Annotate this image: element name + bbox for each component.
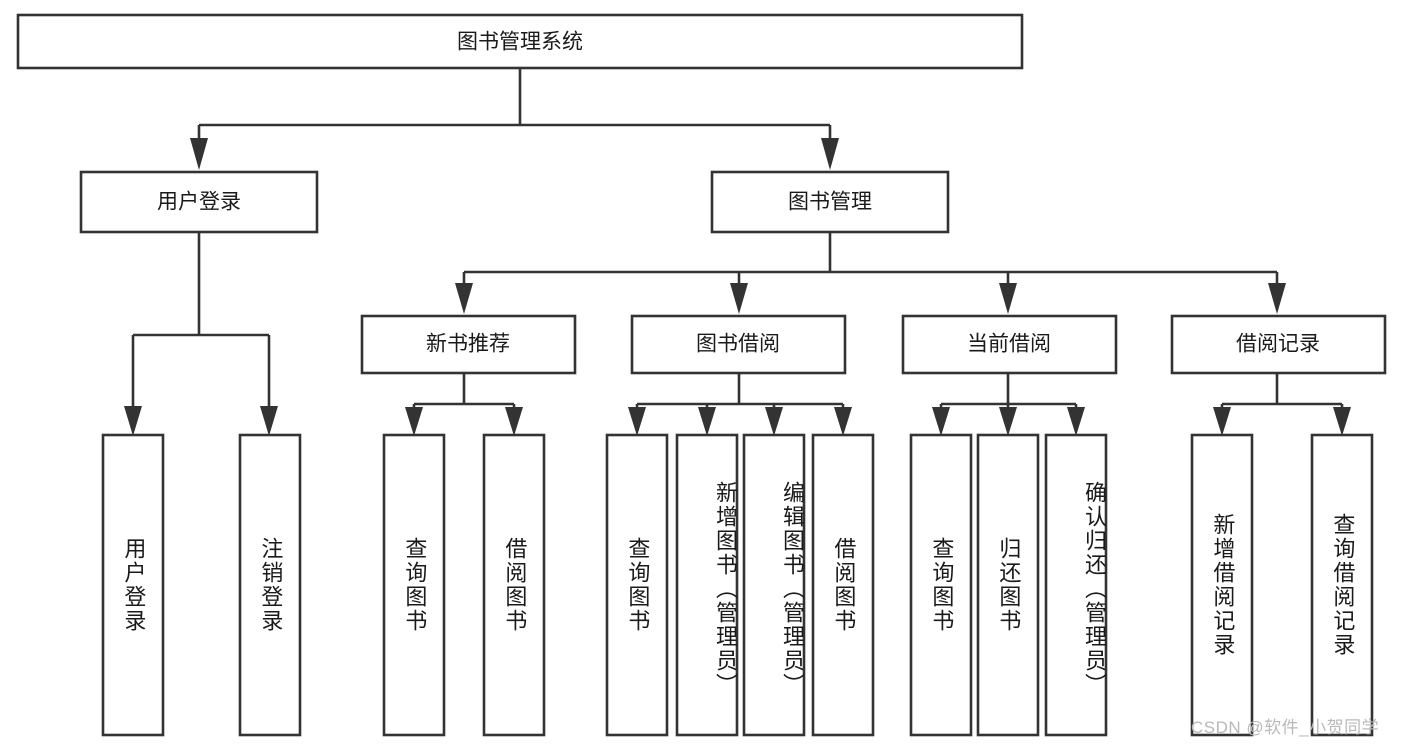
arrow-head-icon (1067, 407, 1085, 436)
leaf-box-borrow-book-b[interactable] (811, 433, 875, 737)
arrow-head-icon (1213, 407, 1231, 436)
leaf-box-logout[interactable] (238, 433, 302, 737)
leaf-box-query-book-c[interactable] (909, 433, 973, 737)
leaf-box-edit-book[interactable] (742, 433, 806, 737)
leaf-box-user-login[interactable] (101, 433, 165, 737)
arrow-head-icon (730, 283, 748, 314)
arrow-head-icon (190, 138, 208, 170)
node-root-label: 图书管理系统 (457, 31, 583, 54)
connector-userlogin-to-leaves (124, 232, 278, 436)
watermark-text: CSDN @软件_小贺同学 (1191, 718, 1380, 737)
leaf-box-query-record[interactable] (1310, 433, 1374, 737)
leaf-box-add-record[interactable] (1190, 433, 1254, 737)
node-book-management-label: 图书管理 (788, 191, 872, 214)
leaf-box-query-book-b[interactable] (605, 433, 669, 737)
connector-currentborrow-to-leaves (932, 373, 1085, 436)
arrow-head-icon (260, 406, 278, 436)
node-root-box[interactable] (16, 13, 1024, 70)
arrow-head-icon (1333, 407, 1351, 436)
node-user-login-box[interactable] (79, 170, 319, 234)
node-current-borrow-box[interactable] (901, 314, 1118, 375)
node-book-management-box[interactable] (710, 170, 950, 234)
arrow-head-icon (999, 283, 1017, 314)
arrow-head-icon (698, 407, 716, 436)
leaf-box-add-book[interactable] (675, 433, 739, 737)
leaf-box-return-book[interactable] (976, 433, 1040, 737)
node-book-borrow[interactable]: 图书借阅 (630, 314, 847, 375)
node-book-management[interactable]: 图书管理 (710, 170, 950, 234)
connector-borrowrecord-to-leaves (1213, 373, 1351, 436)
leaf-box-query-book-a[interactable] (382, 433, 446, 737)
node-new-book-recommend-label: 新书推荐 (426, 333, 510, 356)
node-book-borrow-label: 图书借阅 (696, 333, 780, 356)
node-current-borrow[interactable]: 当前借阅 (901, 314, 1118, 375)
node-new-book-recommend-box[interactable] (360, 314, 577, 375)
arrow-head-icon (124, 406, 142, 436)
node-user-login-label: 用户登录 (157, 191, 241, 214)
arrow-head-icon (505, 407, 523, 436)
connector-root-to-level2 (190, 68, 839, 170)
node-root-system[interactable]: 图书管理系统 (16, 13, 1024, 70)
node-borrow-record[interactable]: 借阅记录 (1170, 314, 1387, 375)
node-current-borrow-label: 当前借阅 (967, 333, 1051, 356)
node-book-borrow-box[interactable] (630, 314, 847, 375)
arrow-head-icon (405, 407, 423, 436)
arrow-head-icon (628, 407, 646, 436)
arrow-head-icon (1268, 283, 1286, 314)
node-borrow-record-box[interactable] (1170, 314, 1387, 375)
node-user-login[interactable]: 用户登录 (79, 170, 319, 234)
node-new-book-recommend[interactable]: 新书推荐 (360, 314, 577, 375)
arrow-head-icon (765, 407, 783, 436)
arrow-head-icon (834, 407, 852, 436)
node-borrow-record-label: 借阅记录 (1236, 333, 1320, 356)
leaf-box-confirm-return[interactable] (1044, 433, 1108, 737)
arrow-head-icon (932, 407, 950, 436)
connector-bookborrow-to-leaves (628, 373, 852, 436)
connector-bookmgmt-to-level3 (455, 232, 1286, 314)
arrow-head-icon (455, 283, 473, 314)
connector-newbook-to-leaves (405, 373, 523, 436)
leaf-box-borrow-book-a[interactable] (482, 433, 546, 737)
arrow-head-icon (999, 407, 1017, 436)
arrow-head-icon (821, 138, 839, 170)
